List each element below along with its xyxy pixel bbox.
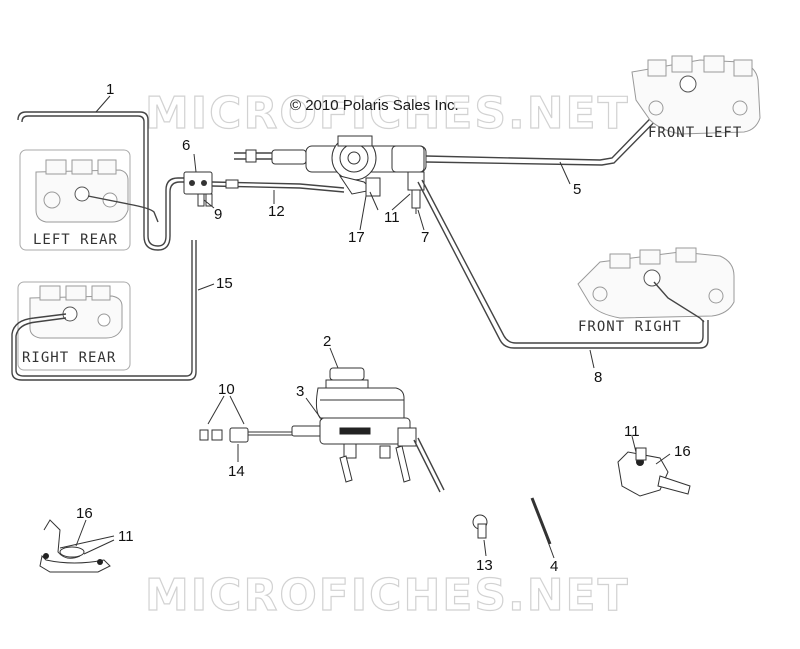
callout-4: 4 [550, 558, 558, 575]
front-left-label: FRONT LEFT [648, 125, 742, 141]
right-rear-label: RIGHT REAR [22, 350, 116, 366]
right-rear-caliper-icon [29, 285, 123, 339]
callout-7: 7 [421, 229, 429, 246]
left-rear-caliper-icon [35, 159, 129, 223]
fitting-13 [472, 514, 488, 539]
callout-17: 17 [348, 229, 365, 246]
bracket-right [617, 447, 691, 497]
callout-6: 6 [182, 137, 190, 154]
callout-16-bottom-left: 16 [76, 505, 93, 522]
right-rear-label-frame [17, 281, 131, 371]
front-left-caliper-box: FRONT LEFT [631, 55, 761, 141]
callout-12: 12 [268, 203, 285, 220]
leader-lines [59, 95, 671, 559]
callout-15: 15 [216, 275, 233, 292]
line-12-tube [211, 181, 345, 189]
watermark-top: MICROFICHES.NET [145, 88, 630, 139]
junction-block [183, 171, 213, 207]
callout-13: 13 [476, 557, 493, 574]
front-left-caliper-icon [631, 55, 761, 135]
callout-11-top: 11 [384, 209, 400, 226]
line-8-tube [417, 181, 709, 349]
rear-master-cylinder [291, 367, 445, 493]
clevis-rod [199, 427, 292, 443]
callout-2: 2 [323, 333, 331, 350]
callout-9: 9 [214, 206, 222, 223]
callout-16-right: 16 [674, 443, 691, 460]
pin-4 [530, 497, 552, 545]
watermark-bottom: MICROFICHES.NET [145, 570, 630, 621]
left-rear-label-frame [19, 149, 131, 251]
bracket-bottom-left [39, 519, 111, 573]
callout-8: 8 [594, 369, 602, 386]
front-right-label: FRONT RIGHT [578, 319, 682, 335]
front-right-caliper-box: FRONT RIGHT [577, 247, 735, 335]
callout-1: 1 [106, 81, 114, 98]
callout-11-right: 11 [624, 423, 640, 440]
callout-10: 10 [218, 381, 235, 398]
callout-numbers: 1 2 3 4 5 6 7 8 9 10 11 11 11 12 13 14 1… [76, 81, 691, 575]
callout-3: 3 [296, 383, 304, 400]
line-5-tube [425, 91, 677, 161]
right-rear-caliper-box: RIGHT REAR [11, 240, 197, 381]
left-rear-caliper-box: LEFT REAR [17, 111, 185, 251]
callout-11-bottom-left: 11 [118, 528, 134, 545]
front-master-cylinder-assembly [234, 135, 427, 214]
copyright-notice: © 2010 Polaris Sales Inc. [290, 97, 459, 114]
left-rear-label: LEFT REAR [33, 232, 118, 248]
callout-14: 14 [228, 463, 245, 480]
callout-5: 5 [573, 181, 581, 198]
front-right-caliper-icon [577, 247, 735, 319]
